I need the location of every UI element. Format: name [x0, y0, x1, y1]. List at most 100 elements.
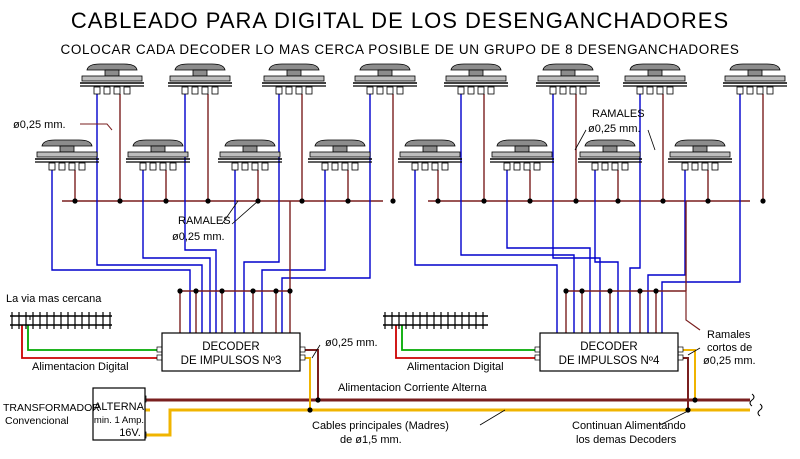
ramales-cortos-label-3: ø0,25 mm.	[703, 355, 756, 367]
uncoupler-low-right-3	[668, 139, 732, 171]
uncoupler-terminal	[341, 162, 349, 171]
uncoupler-terminal	[549, 86, 557, 95]
via-cercana-label: La via mas cercana	[6, 293, 102, 305]
uncoupler-plate	[81, 75, 143, 82]
uncoupler-terminal	[366, 86, 374, 95]
uncoupler-terminal	[295, 86, 303, 95]
junction-dot	[705, 198, 711, 204]
uncoupler-terminal	[559, 86, 567, 95]
wire-33	[685, 291, 701, 331]
decoder-terminal	[534, 346, 541, 353]
uncoupler-stem	[377, 69, 393, 77]
uncoupler-plate	[127, 151, 189, 158]
uncoupler-cap	[41, 139, 93, 147]
junction-dot	[435, 198, 441, 204]
uncoupler-terminal	[113, 86, 121, 95]
uncoupler-terminal	[569, 86, 577, 95]
uncoupler-plate	[445, 75, 507, 82]
continuan-label-1: Continuan Alimentando	[572, 420, 686, 432]
uncoupler-terminal	[503, 162, 511, 171]
junctions-layer	[72, 198, 766, 413]
junction-dot	[117, 198, 123, 204]
uncoupler-cap	[674, 139, 726, 147]
uncoupler-terminal	[431, 162, 439, 171]
track-right	[383, 312, 488, 329]
junction-dot	[390, 198, 396, 204]
uncoupler-terminal	[241, 162, 249, 171]
uncoupler-plate	[579, 151, 641, 158]
wire-51	[479, 409, 506, 426]
uncoupler-terminal	[48, 162, 56, 171]
ramales-cortos-label-2: cortos de	[707, 342, 752, 354]
junction-dot	[315, 397, 321, 403]
uncoupler-cap	[729, 63, 781, 71]
uncoupler-top-left-3	[353, 63, 417, 95]
blue-wire-right-6	[647, 170, 686, 333]
uncoupler-cap	[224, 139, 276, 147]
uncoupler-terminal	[646, 86, 654, 95]
uncoupler-plate	[354, 75, 416, 82]
uncoupler-terminal	[523, 162, 531, 171]
blue-wire-right-4	[594, 170, 619, 333]
uncoupler-terminal	[746, 86, 754, 95]
transformer-box	[92, 387, 146, 441]
decoder-terminal	[156, 346, 163, 353]
uncoupler-terminal	[477, 86, 485, 95]
uncoupler-cap	[450, 63, 502, 71]
uncoupler-stem	[560, 69, 576, 77]
wire-43	[395, 325, 538, 359]
uncoupler-terminal	[321, 162, 329, 171]
uncoupler-plate	[669, 151, 731, 158]
wires-layer	[21, 94, 764, 437]
uncoupler-low-right-0	[398, 139, 462, 171]
uncoupler-terminal	[305, 86, 313, 95]
junction-dot	[205, 198, 211, 204]
uncoupler-stem	[602, 145, 618, 153]
uncoupler-terminal	[411, 162, 419, 171]
ramales-left-label-2: ø0,25 mm.	[172, 231, 225, 243]
wire-50	[683, 357, 689, 410]
uncoupler-terminal	[331, 162, 339, 171]
uncoupler-terminal	[441, 162, 449, 171]
transformer-label-3: 16V.	[119, 427, 141, 439]
decoder-terminal	[534, 354, 541, 361]
uncoupler-plate	[219, 151, 281, 158]
ramales-right-label-2: ø0,25 mm.	[588, 123, 641, 135]
wire-54	[311, 344, 321, 359]
junction-dot	[177, 288, 183, 294]
uncoupler-stem	[332, 145, 348, 153]
transformador-label-1: TRANSFORMADOR	[3, 402, 100, 414]
cable-break-symbol	[749, 393, 755, 407]
uncoupler-terminal	[666, 86, 674, 95]
cable-break-symbol	[757, 403, 763, 417]
uncoupler-terminal	[251, 162, 259, 171]
wire-45	[145, 408, 750, 437]
uncoupler-cap	[542, 63, 594, 71]
uncoupler-stem	[468, 69, 484, 77]
uncoupler-top-left-0	[80, 63, 144, 95]
uncoupler-terminal	[636, 86, 644, 95]
junction-dot	[219, 288, 225, 294]
uncoupler-top-left-1	[168, 63, 232, 95]
uncoupler-plate	[399, 151, 461, 158]
junction-dot	[193, 288, 199, 294]
uncoupler-low-left-0	[35, 139, 99, 171]
uncoupler-terminal	[756, 86, 764, 95]
uncoupler-cap	[174, 63, 226, 71]
uncoupler-low-right-2	[578, 139, 642, 171]
uncoupler-terminal	[386, 86, 394, 95]
junction-dot	[637, 288, 643, 294]
uncoupler-plate	[169, 75, 231, 82]
uncoupler-plate	[491, 151, 553, 158]
junction-dot	[299, 198, 305, 204]
blue-wire-right-7	[661, 94, 741, 333]
uncoupler-plate	[724, 75, 786, 82]
junction-dot	[760, 198, 766, 204]
uncoupler-cap	[86, 63, 138, 71]
uncoupler-stem	[150, 145, 166, 153]
uncoupler-plate	[309, 151, 371, 158]
blue-wire-right-0	[414, 170, 558, 333]
blue-wire-left-0	[51, 170, 191, 333]
uncoupler-terminal	[93, 86, 101, 95]
wire-gauge-mid-label: ø0,25 mm.	[325, 337, 378, 349]
